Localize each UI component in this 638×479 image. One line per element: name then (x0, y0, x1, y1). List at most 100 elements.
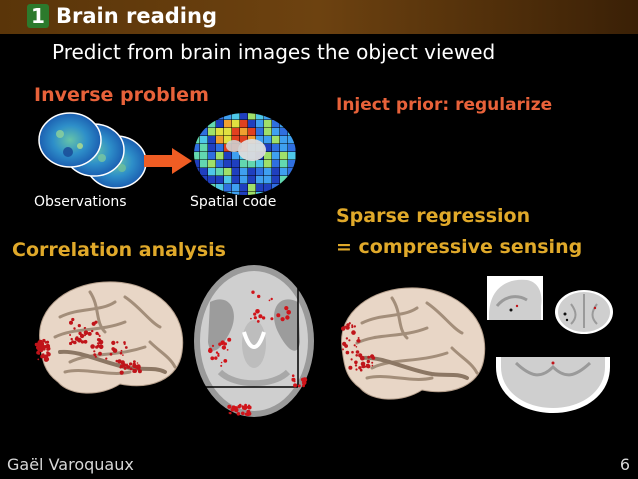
heatmap-cell (232, 128, 240, 136)
heatmap-cell (288, 144, 296, 152)
activation-dot (354, 360, 358, 365)
slide-subtitle: Predict from brain images the object vie… (52, 40, 496, 64)
heatmap-cell (208, 144, 216, 152)
heatmap-cell (296, 152, 298, 160)
activation-dot (119, 370, 124, 375)
heatmap-cell (280, 113, 288, 120)
activation-dot (351, 330, 356, 335)
brain-surface-right-figure (341, 287, 486, 400)
heatmap-cell (224, 120, 232, 128)
observation-maps-figure (38, 112, 147, 189)
footer-author: Gaël Varoquaux (7, 455, 134, 474)
heatmap-cell (216, 120, 224, 128)
activation-dot (297, 384, 301, 388)
activation-dot (214, 356, 218, 360)
activation-dot (133, 369, 137, 373)
heatmap-cell (194, 160, 200, 168)
activation-dot (124, 346, 128, 349)
heatmap-cell (232, 160, 240, 168)
heatmap-cell (240, 120, 248, 128)
heatmap-cell (280, 160, 288, 168)
heatmap-cell (216, 184, 224, 192)
activation-dot (261, 316, 266, 320)
heatmap-cell (224, 184, 232, 192)
heatmap-cell (224, 113, 232, 120)
activation-dot (229, 412, 232, 415)
heatmap-cell (240, 176, 248, 184)
activation-dot (136, 362, 139, 364)
activation-dot (123, 342, 126, 345)
heatmap-cell (200, 168, 208, 176)
heatmap-cell (208, 160, 216, 168)
activation-dot (227, 404, 232, 409)
activation-dot (83, 339, 88, 344)
heatmap-cell (232, 176, 240, 184)
activation-dot (217, 354, 220, 357)
activation-dot (120, 360, 125, 365)
heatmap-cell (240, 128, 248, 136)
activation-dot (71, 340, 74, 344)
activation-dot (220, 364, 223, 367)
activation-dot (358, 366, 362, 370)
activation-dot (91, 329, 94, 333)
heatmap-cell (288, 184, 296, 192)
activation-dot (120, 365, 123, 367)
heatmap-cell (272, 128, 280, 136)
activation-dot (42, 338, 46, 343)
activation-dot (77, 337, 82, 343)
activation-dot (221, 345, 227, 350)
page-number: 6 (619, 455, 630, 474)
activation-dot (371, 356, 376, 360)
activation-dot (223, 359, 228, 363)
activation-dot (217, 352, 220, 356)
activation-dot (70, 337, 73, 341)
activation-dot (93, 350, 96, 353)
heatmap-cell (264, 152, 272, 160)
activation-dot (95, 345, 99, 349)
heatmap-cell (200, 128, 208, 136)
brain-slice-coronal-figure (555, 290, 613, 334)
heatmap-cell (200, 160, 208, 168)
heatmap-cell (200, 152, 208, 160)
activation-dot (94, 355, 97, 358)
activation-dot (253, 312, 257, 316)
heatmap-cell (296, 176, 298, 184)
activation-dot (39, 348, 44, 353)
heatmap-cell (224, 160, 232, 168)
activation-dot (345, 325, 350, 330)
activation-dot (270, 317, 274, 321)
activation-dot (345, 337, 349, 340)
activation-dot (270, 297, 273, 301)
activation-dot (255, 309, 260, 314)
arrow-icon (144, 148, 192, 174)
heatmap-cell (208, 184, 216, 192)
brain-slice-sagittal-figure (487, 276, 543, 320)
heatmap-cell (240, 192, 248, 195)
activation-dot (366, 359, 370, 364)
activation-dot (210, 356, 215, 361)
activation-dot (348, 365, 353, 370)
heatmap-cell (296, 184, 298, 192)
heatmap-cell (208, 176, 216, 184)
activation-dot (301, 377, 306, 382)
activation-dot (351, 324, 354, 327)
activation-dot (291, 378, 293, 380)
activation-dot (43, 357, 49, 362)
heatmap-cell (208, 120, 216, 128)
heatmap-cell (216, 168, 224, 176)
heatmap-cell (248, 168, 256, 176)
heatmap-cell (256, 168, 264, 176)
heatmap-cell (216, 128, 224, 136)
activation-dot (211, 344, 215, 347)
heatmap-cell (216, 160, 224, 168)
heatmap-cell (280, 168, 288, 176)
observations-label: Observations (34, 194, 127, 210)
heatmap-cell (288, 176, 296, 184)
activation-dot (256, 320, 260, 323)
activation-dot (357, 337, 360, 339)
activation-dot (245, 412, 250, 417)
activation-dot (71, 317, 75, 322)
activation-dot (36, 350, 40, 355)
heatmap-cell (216, 136, 224, 144)
heatmap-cell (256, 160, 264, 168)
